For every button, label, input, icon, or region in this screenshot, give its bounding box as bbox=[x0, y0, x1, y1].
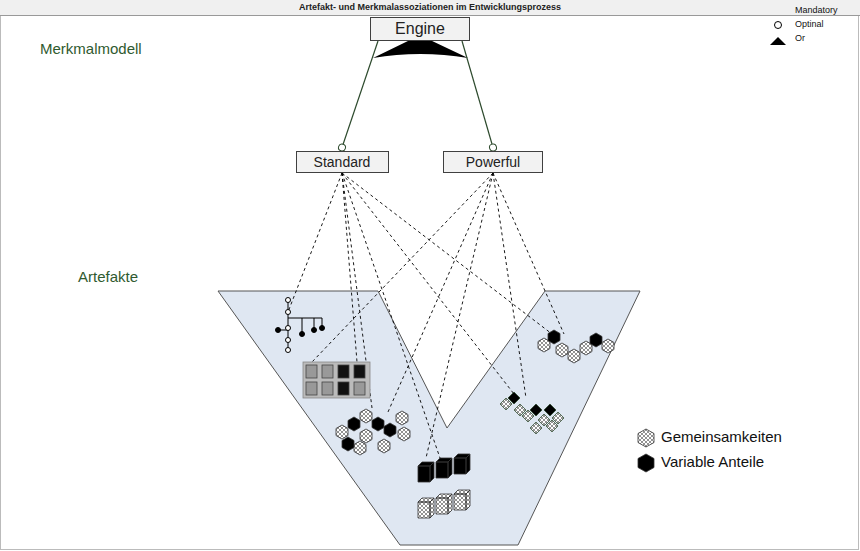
diamond-cluster bbox=[500, 392, 564, 434]
title-bar: Artefakt- und Merkmalassoziationen im En… bbox=[0, 0, 860, 16]
hex-chain bbox=[538, 330, 614, 363]
section-label: Merkmalmodell bbox=[40, 40, 142, 57]
feature-connector bbox=[342, 41, 378, 148]
feature-name: Engine bbox=[395, 20, 445, 38]
feature-box: Powerful bbox=[443, 151, 543, 173]
diagram-title: Artefakt- und Merkmalassoziationen im En… bbox=[299, 2, 561, 12]
legend-entry: Mandatory bbox=[795, 5, 838, 15]
legend-text: Mandatory bbox=[795, 5, 838, 15]
legend-entry: Variable Anteile bbox=[661, 453, 764, 470]
hex-cluster bbox=[336, 409, 410, 455]
legend-swatches bbox=[638, 429, 654, 472]
feature-name: Powerful bbox=[466, 154, 520, 170]
legend-text: Or bbox=[795, 33, 805, 43]
feature-connector bbox=[462, 41, 493, 148]
legend-entry: Gemeinsamkeiten bbox=[661, 428, 782, 445]
feature-box: Engine bbox=[370, 17, 470, 41]
legend-entry: Optinal bbox=[795, 19, 824, 29]
feature-box: Standard bbox=[296, 151, 389, 173]
association-lines bbox=[288, 173, 564, 458]
document-grid bbox=[303, 362, 370, 398]
feature-tree-icon bbox=[276, 298, 325, 353]
feature-name: Standard bbox=[314, 154, 371, 170]
legend-text: Variable Anteile bbox=[661, 453, 764, 470]
v-model-band bbox=[218, 291, 640, 545]
legend-text: Optinal bbox=[795, 19, 824, 29]
section-label: Artefakte bbox=[78, 268, 138, 285]
or-symbol bbox=[373, 40, 468, 58]
legend-text: Gemeinsamkeiten bbox=[661, 428, 782, 445]
legend-entry: Or bbox=[795, 33, 805, 43]
component-cubes bbox=[418, 454, 470, 518]
